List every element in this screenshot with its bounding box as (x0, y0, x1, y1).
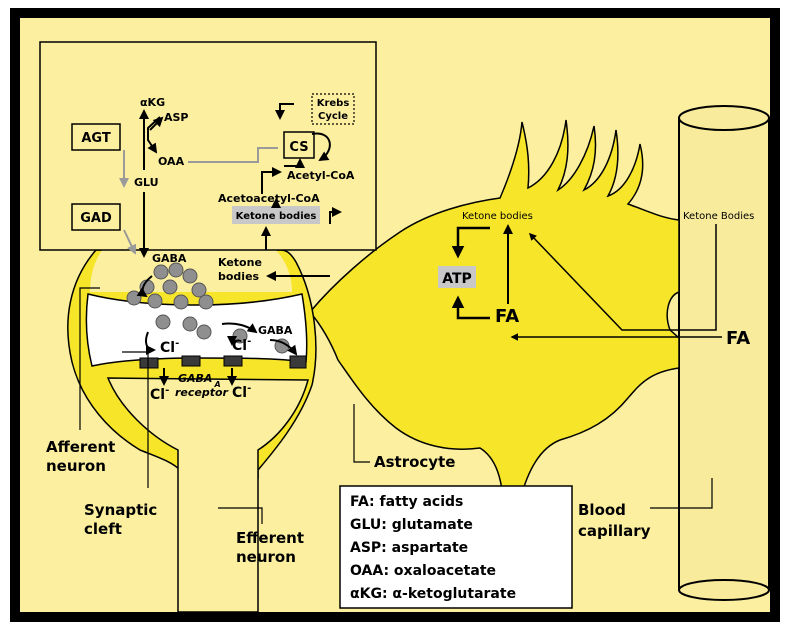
receptor-label-line2: receptor (175, 386, 229, 399)
receptor (224, 356, 242, 366)
vesicle (199, 295, 213, 309)
efferent-label-line1: Efferent (236, 529, 304, 547)
receptor (182, 356, 200, 366)
legend-item: OAA: oxaloacetate (350, 563, 496, 579)
vesicle (183, 269, 197, 283)
receptor (290, 356, 306, 368)
capillary-fa-label: FA (726, 328, 750, 349)
gaba-right-label: GABA (258, 324, 293, 337)
vesicle (148, 294, 162, 308)
ketone-bodies-line2: bodies (218, 270, 260, 283)
vesicle (174, 295, 188, 309)
gad-label: GAD (80, 211, 112, 226)
afferent-label-line2: neuron (46, 457, 106, 475)
asp-label: ASP (164, 111, 189, 124)
capillary-ketone-bodies-label: Ketone Bodies (683, 211, 754, 222)
krebs-line1: Krebs (317, 98, 350, 109)
akg-label: αKG (140, 96, 165, 109)
efferent-label-line2: neuron (236, 548, 296, 566)
vesicle (127, 291, 141, 305)
vesicle (183, 317, 197, 331)
blood-capillary-label-line2: capillary (578, 522, 651, 540)
legend-item: αKG: α-ketoglutarate (350, 586, 516, 602)
ketone-bodies-box-label: Ketone bodies (236, 211, 317, 222)
krebs-line2: Cycle (318, 111, 348, 122)
acetoacetyl-coa-label: Acetoacetyl-CoA (218, 192, 320, 205)
agt-label: AGT (81, 131, 111, 146)
vesicle (156, 315, 170, 329)
ketone-bodies-line1: Ketone (218, 256, 262, 269)
astrocyte-label: Astrocyte (374, 453, 455, 471)
vesicle (169, 263, 183, 277)
blood-capillary (679, 106, 769, 600)
legend-item: FA: fatty acids (350, 494, 463, 510)
afferent-label-line1: Afferent (46, 438, 115, 456)
synaptic-label-line1: Synaptic (84, 501, 157, 519)
vesicle (197, 325, 211, 339)
legend-item: ASP: aspartate (350, 540, 468, 556)
gaba-top-label: GABA (152, 252, 187, 265)
glu-label: GLU (134, 176, 159, 189)
synaptic-label-line2: cleft (84, 520, 122, 538)
cs-label: CS (289, 140, 308, 155)
oaa-label: OAA (158, 155, 185, 168)
atp-label: ATP (442, 271, 472, 287)
acetyl-coa-label: Acetyl-CoA (287, 169, 355, 182)
astrocyte-fa-label: FA (495, 306, 519, 327)
vesicle (154, 265, 168, 279)
receptor (140, 358, 158, 368)
blood-capillary-label-line1: Blood (578, 501, 626, 519)
legend-item: GLU: glutamate (350, 517, 473, 533)
vesicle (163, 280, 177, 294)
astrocyte-ketone-bodies-label: Ketone bodies (462, 211, 533, 222)
